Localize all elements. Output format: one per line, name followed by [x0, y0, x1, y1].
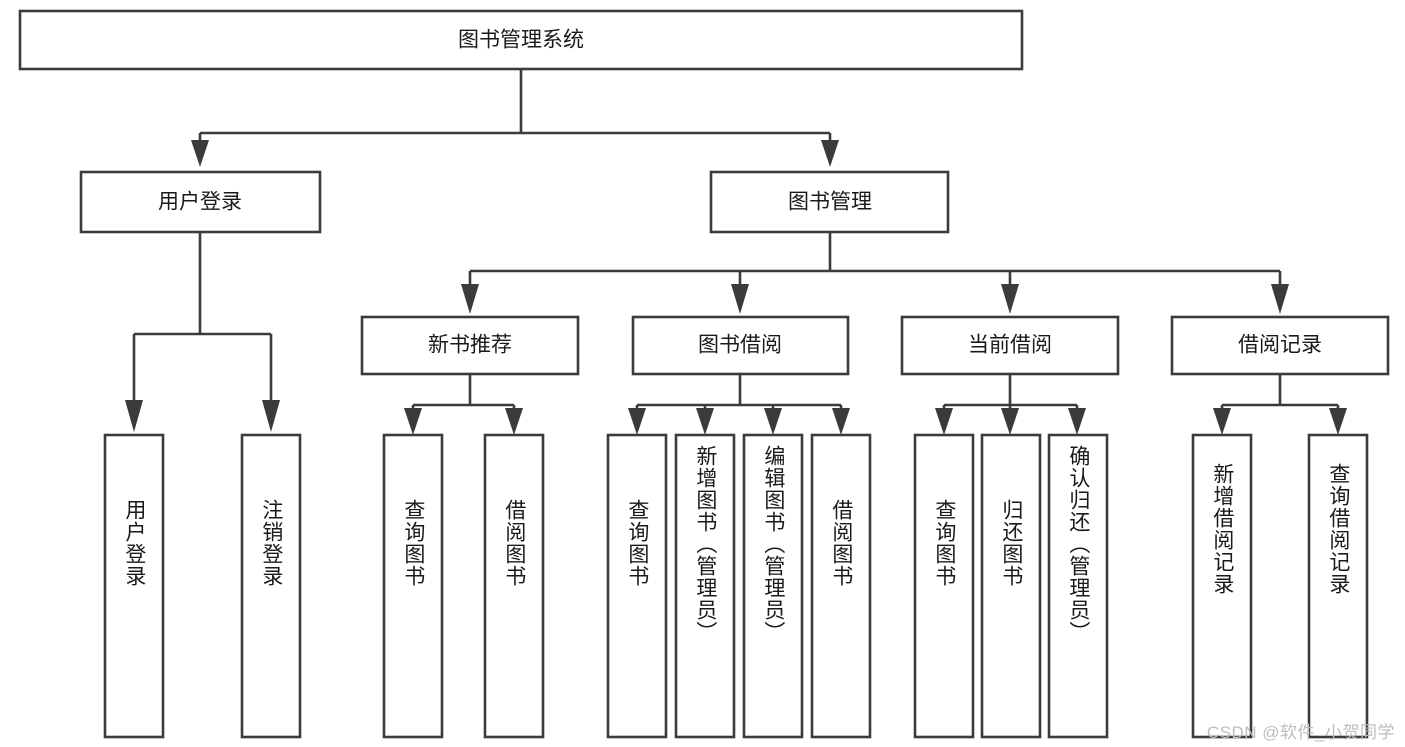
leaf-borrow-record-1-rect[interactable]	[1191, 433, 1253, 739]
node-root-label: 图书管理系统	[458, 29, 584, 52]
arrow-borrow-record-leaf-1-icon	[1213, 408, 1231, 435]
node-new-book-recommend[interactable]: 新书推荐	[360, 315, 580, 376]
node-book-borrow-label: 图书借阅	[698, 334, 782, 357]
arrow-book-borrow-leaf-2-icon	[696, 408, 714, 435]
leaf-current-borrow-3-rect[interactable]	[1047, 433, 1109, 739]
node-borrow-record-label: 借阅记录	[1238, 334, 1322, 357]
node-book-borrow[interactable]: 图书借阅	[631, 315, 850, 376]
leaf-current-borrow-2-rect[interactable]	[980, 433, 1042, 739]
arrow-to-new-book-icon	[461, 284, 479, 314]
node-new-book-recommend-label: 新书推荐	[428, 334, 512, 357]
node-current-borrow-rect[interactable]	[900, 315, 1120, 376]
arrow-to-book-borrow-icon	[731, 284, 749, 314]
arrow-current-borrow-leaf-2-icon	[1001, 408, 1019, 435]
arrow-user-login-leaf-2-icon	[262, 400, 280, 432]
node-user-login-label: 用户登录	[158, 191, 242, 214]
node-root[interactable]: 图书管理系统	[18, 9, 1024, 71]
arrow-root-to-user-login-icon	[191, 140, 209, 167]
arrow-new-book-leaf-2-icon	[505, 408, 523, 435]
arrow-current-borrow-leaf-3-icon	[1068, 408, 1086, 435]
node-user-login[interactable]: 用户登录	[79, 170, 322, 234]
node-borrow-record[interactable]: 借阅记录	[1170, 315, 1390, 376]
arrow-to-borrow-record-icon	[1271, 284, 1289, 314]
node-book-borrow-rect[interactable]	[631, 315, 850, 376]
arrow-book-borrow-leaf-1-icon	[628, 408, 646, 435]
node-book-management-rect[interactable]	[709, 170, 950, 234]
leaf-book-borrow-3-rect[interactable]	[742, 433, 804, 739]
arrow-user-login-leaf-1-icon	[125, 400, 143, 432]
leaf-current-borrow-1-rect[interactable]	[913, 433, 975, 739]
csdn-watermark: CSDN @软件_小贺同学	[1206, 723, 1395, 742]
leaf-new-book-1-rect[interactable]	[382, 433, 444, 739]
arrow-borrow-record-leaf-2-icon	[1329, 408, 1347, 435]
arrow-root-to-book-mgmt-icon	[821, 140, 839, 167]
node-new-book-recommend-rect[interactable]	[360, 315, 580, 376]
arrow-new-book-leaf-1-icon	[404, 408, 422, 435]
node-borrow-record-rect[interactable]	[1170, 315, 1390, 376]
node-book-management-label: 图书管理	[788, 191, 872, 214]
leaf-user-login-1-rect[interactable]	[103, 433, 165, 739]
arrow-book-borrow-leaf-3-icon	[764, 408, 782, 435]
leaf-book-borrow-1-rect[interactable]	[606, 433, 668, 739]
leaf-new-book-2-rect[interactable]	[483, 433, 545, 739]
arrow-current-borrow-leaf-1-icon	[935, 408, 953, 435]
leaf-user-login-2-rect[interactable]	[240, 433, 302, 739]
node-root-rect[interactable]	[18, 9, 1024, 71]
arrow-to-current-borrow-icon	[1001, 284, 1019, 314]
node-book-management[interactable]: 图书管理	[709, 170, 950, 234]
leaf-borrow-record-2-rect[interactable]	[1307, 433, 1369, 739]
node-current-borrow[interactable]: 当前借阅	[900, 315, 1120, 376]
leaf-book-borrow-4-rect[interactable]	[810, 433, 872, 739]
arrow-book-borrow-leaf-4-icon	[832, 408, 850, 435]
leaf-book-borrow-2-rect[interactable]	[674, 433, 736, 739]
node-current-borrow-label: 当前借阅	[968, 334, 1052, 357]
